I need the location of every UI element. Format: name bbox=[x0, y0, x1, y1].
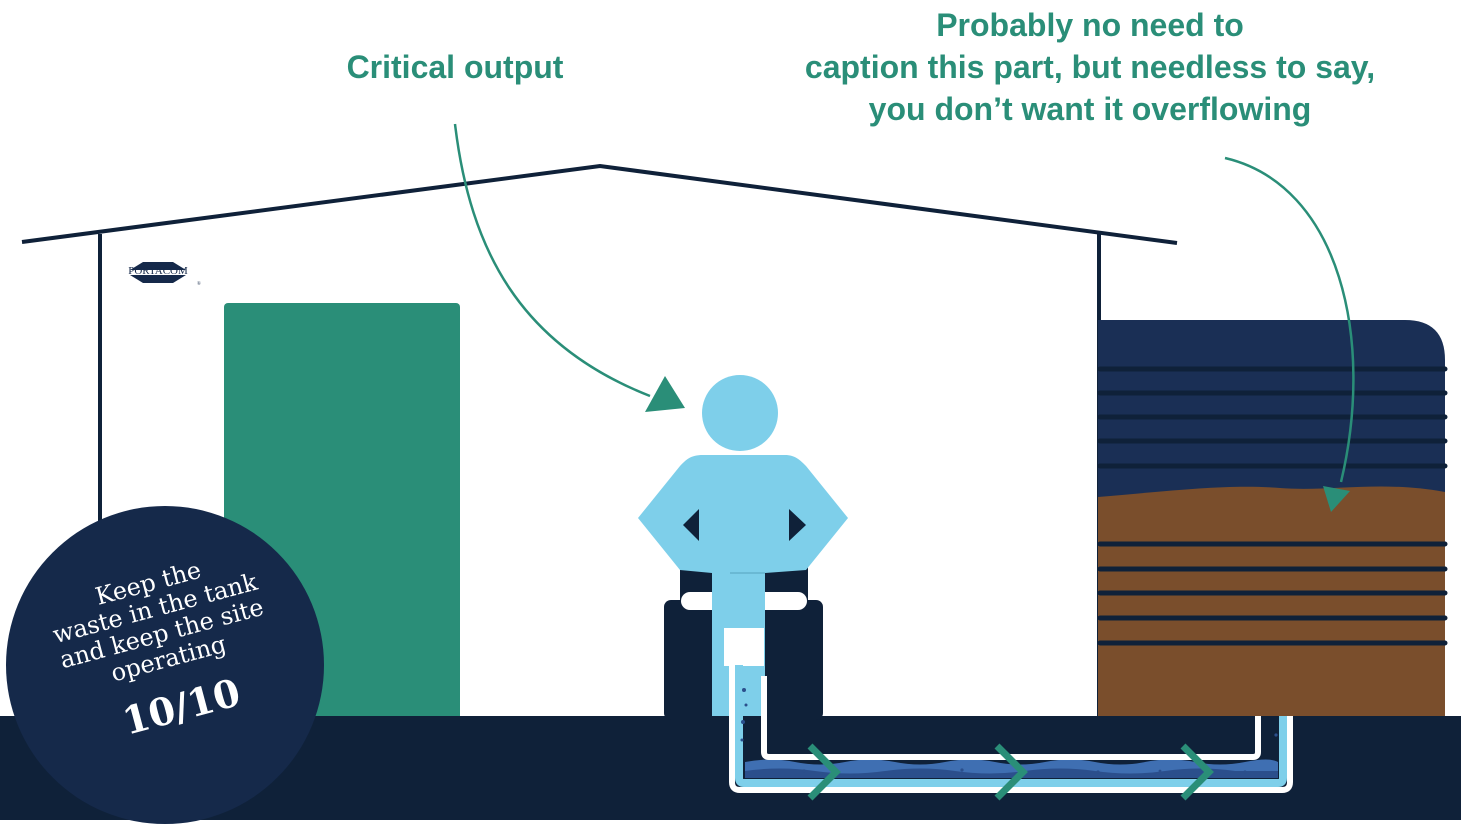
caption-line: you don’t want it overflowing bbox=[868, 91, 1312, 127]
caption-line: Probably no need to bbox=[936, 7, 1244, 43]
tank-icon bbox=[1097, 320, 1448, 716]
person-icon bbox=[638, 375, 848, 716]
arrow-icon bbox=[1224, 156, 1355, 512]
chevron-right-icon bbox=[994, 743, 1028, 801]
waste-level bbox=[1098, 486, 1445, 716]
logo-text: PORTACOM bbox=[128, 265, 188, 277]
caption-critical-output: Critical output bbox=[346, 49, 564, 85]
caption-line: caption this part, but needless to say, bbox=[804, 49, 1376, 85]
chevron-right-icon bbox=[807, 743, 841, 801]
arrow-icon bbox=[453, 123, 685, 412]
chevron-right-icon bbox=[1180, 743, 1214, 801]
portacom-logo: PORTACOM ® bbox=[128, 262, 201, 287]
caption-tank-overflow: Probably no need to caption this part, b… bbox=[770, 4, 1410, 130]
logo-registered-mark: ® bbox=[197, 281, 201, 287]
rating-badge: Keep the waste in the tank and keep the … bbox=[6, 506, 324, 824]
